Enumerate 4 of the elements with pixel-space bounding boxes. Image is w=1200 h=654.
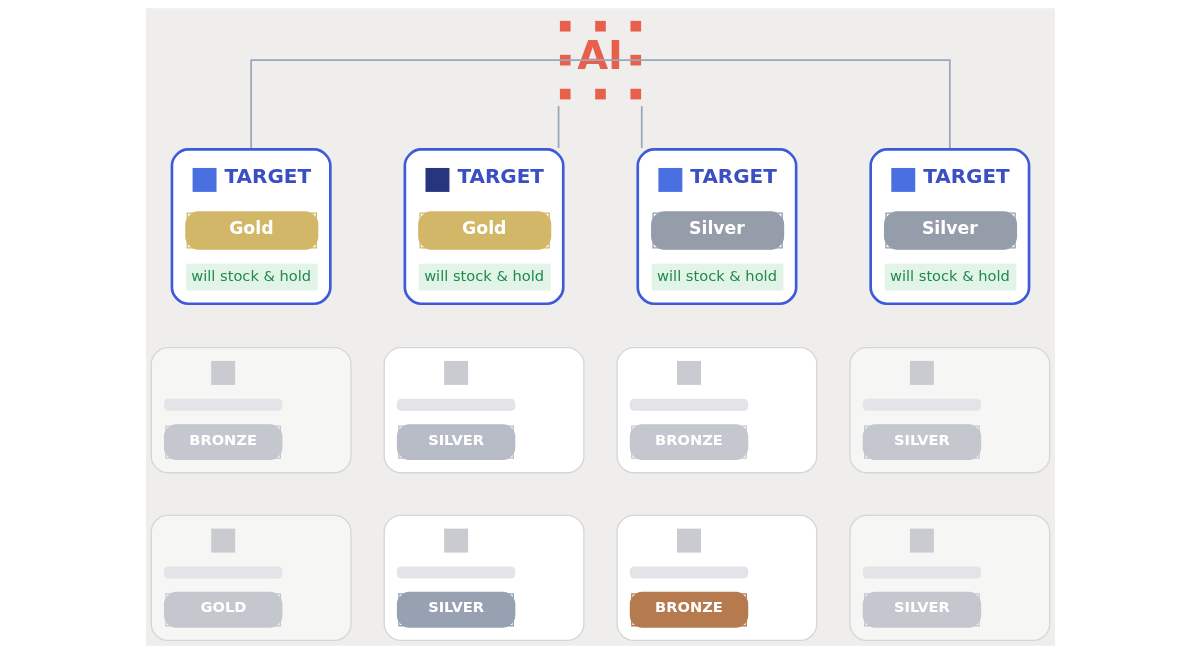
connector: [249, 59, 601, 149]
connector: [598, 59, 951, 149]
connector: [557, 105, 559, 149]
connector: [640, 105, 643, 149]
